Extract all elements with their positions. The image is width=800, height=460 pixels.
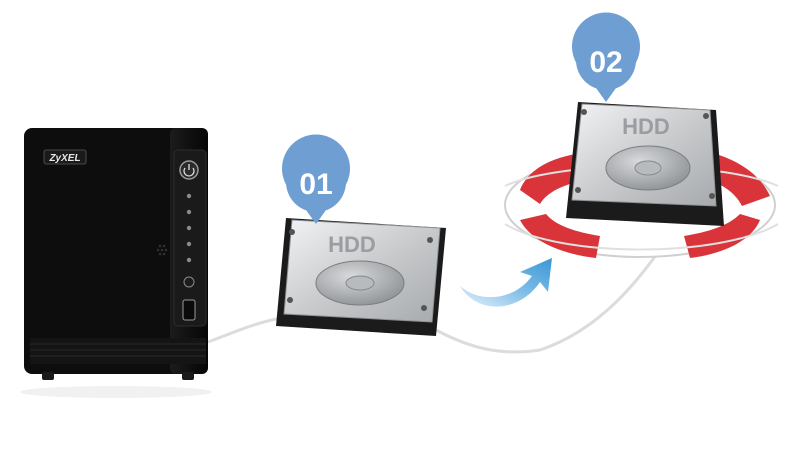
status-led	[186, 193, 192, 199]
step-badge-01: 01	[282, 134, 350, 224]
step-badge-02-label: 02	[589, 46, 622, 79]
power-icon	[179, 160, 199, 180]
speaker-grille	[156, 244, 168, 256]
arrow-icon	[460, 258, 552, 307]
step-badge-01-label: 01	[299, 168, 332, 201]
hdd-2-label: HDD	[622, 114, 670, 139]
hdd-drive-1: HDD	[276, 218, 446, 336]
status-led	[186, 209, 192, 215]
usb-port	[182, 299, 196, 321]
nas-brand-logo: ZyXEL	[48, 153, 80, 164]
copy-button	[183, 276, 195, 288]
step-badge-02: 02	[571, 12, 640, 103]
vent	[30, 338, 206, 364]
cable	[207, 316, 283, 344]
status-led	[186, 257, 192, 263]
nas-device: ZyXEL	[24, 128, 208, 380]
cable	[435, 234, 672, 354]
status-led	[186, 241, 192, 247]
hdd-1-label: HDD	[328, 232, 376, 257]
hdd-drive-2: HDD	[566, 102, 724, 226]
status-led	[186, 225, 192, 231]
nas-logo-plate	[43, 149, 87, 165]
